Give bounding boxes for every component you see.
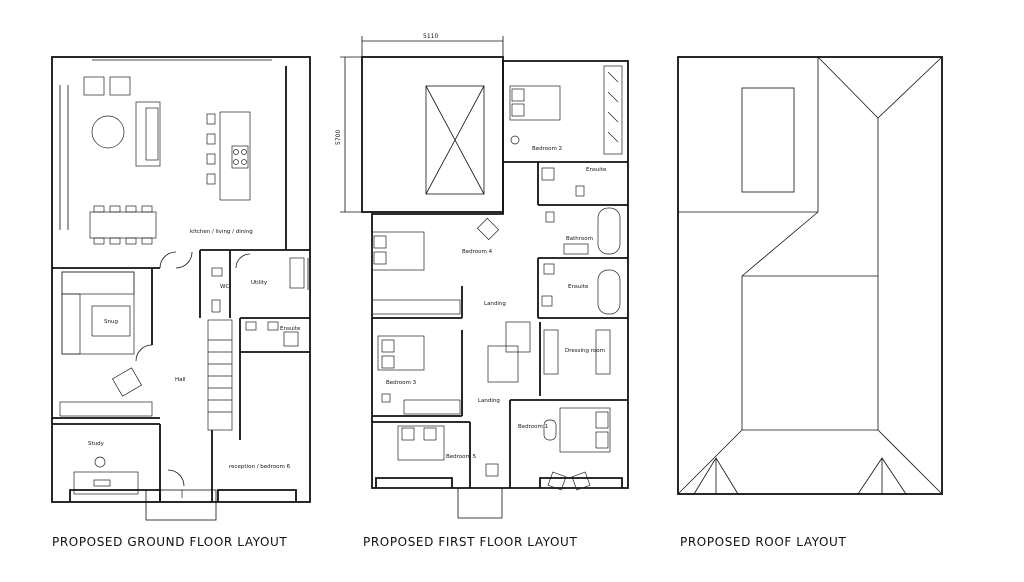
room-label-ensuite: Ensuite (280, 326, 301, 332)
room-label-landing-bottom: Landing (478, 398, 500, 404)
dimension-width: 5110 (423, 33, 438, 40)
ground-floor-plan: kitchen / living / dining WC Utility Snu… (51, 56, 311, 521)
dimension-height: 5700 (335, 130, 342, 145)
room-label-wc: WC (220, 284, 229, 290)
room-label-reception: reception / bedroom 6 (229, 464, 291, 470)
room-label-study: Study (88, 441, 105, 447)
ground-floor-caption: PROPOSED GROUND FLOOR LAYOUT (52, 535, 288, 549)
room-label-landing-top: Landing (484, 301, 506, 307)
room-label-ensuite-mid: Ensuite (568, 284, 589, 290)
room-label-bathroom: Bathroom (566, 236, 593, 242)
first-floor-plan: 5110 5700 (335, 33, 629, 519)
room-label-hall: Hall (175, 377, 186, 383)
room-label-snug: Snug (104, 319, 118, 325)
roof-plan (677, 56, 943, 495)
first-floor-caption: PROPOSED FIRST FLOOR LAYOUT (363, 535, 578, 549)
room-label-kitchen: kitchen / living / dining (190, 229, 253, 235)
roof-caption: PROPOSED ROOF LAYOUT (680, 535, 847, 549)
room-label-bedroom4: Bedroom 4 (462, 249, 493, 255)
room-label-bedroom3: Bedroom 3 (386, 380, 417, 386)
room-label-dressing: Dressing room (565, 348, 605, 354)
room-label-ensuite-top: Ensuite (586, 167, 607, 173)
room-label-utility: Utility (251, 280, 268, 286)
room-label-bedroom2: Bedroom 2 (532, 146, 562, 152)
room-label-bedroom1: Bedroom 1 (518, 424, 548, 430)
room-label-bedroom5: Bedroom 5 (446, 454, 477, 460)
